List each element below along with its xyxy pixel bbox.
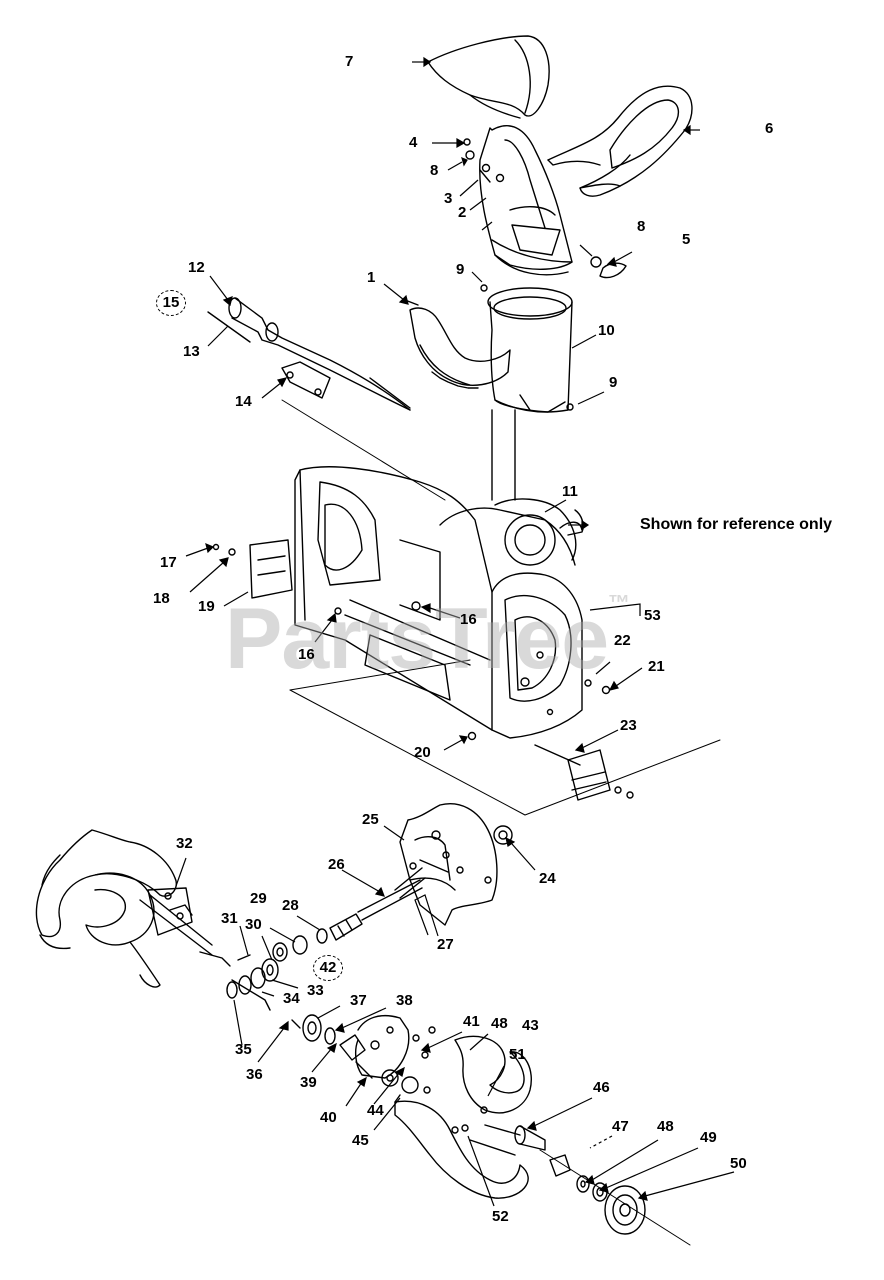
chute-bracket-part-1 bbox=[404, 299, 511, 389]
callout-41: 41 bbox=[463, 1013, 480, 1030]
callout-34: 34 bbox=[283, 990, 300, 1007]
callout-1: 1 bbox=[367, 269, 376, 286]
callout-44: 44 bbox=[367, 1102, 384, 1119]
callout-50: 50 bbox=[730, 1155, 747, 1172]
callout-35: 35 bbox=[235, 1041, 252, 1058]
callout-32: 32 bbox=[176, 835, 193, 852]
callout-48-upper: 48 bbox=[491, 1015, 508, 1032]
callout-38: 38 bbox=[396, 992, 413, 1009]
callout-53: 53 bbox=[644, 607, 661, 624]
chute-handle-part-6 bbox=[547, 85, 693, 197]
callout-24: 24 bbox=[539, 870, 556, 887]
callout-10: 10 bbox=[598, 322, 615, 339]
callout-15-circled: 15 bbox=[156, 290, 186, 316]
auger-shaft-guide bbox=[289, 599, 721, 816]
callout-21: 21 bbox=[648, 658, 665, 675]
watermark-text: PartsTree bbox=[225, 591, 609, 687]
callout-16-center: 16 bbox=[460, 611, 477, 628]
callout-31: 31 bbox=[221, 910, 238, 927]
callout-48-lower: 48 bbox=[657, 1118, 674, 1135]
callout-16-left: 16 bbox=[298, 646, 315, 663]
callout-12: 12 bbox=[188, 259, 205, 276]
lower-chute-part-10 bbox=[487, 287, 573, 413]
watermark-trademark: ™ bbox=[608, 590, 630, 615]
right-auger-part-43 bbox=[394, 1035, 546, 1199]
callout-29: 29 bbox=[250, 890, 267, 907]
callout-8-upper: 8 bbox=[430, 162, 439, 179]
callout-43: 43 bbox=[522, 1017, 539, 1034]
callout-33: 33 bbox=[307, 982, 324, 999]
watermark: PartsTree™ bbox=[225, 590, 630, 689]
callout-51: 51 bbox=[509, 1046, 526, 1063]
right-shaft-hardware bbox=[539, 1149, 691, 1246]
leader-arrows bbox=[175, 56, 735, 1207]
callout-9-lower: 9 bbox=[609, 374, 618, 391]
gear-box-part-25 bbox=[394, 803, 513, 926]
callout-23: 23 bbox=[620, 717, 637, 734]
callout-28: 28 bbox=[282, 897, 299, 914]
callout-17: 17 bbox=[160, 554, 177, 571]
callout-27: 27 bbox=[437, 936, 454, 953]
callout-47: 47 bbox=[612, 1118, 629, 1135]
callout-11: 11 bbox=[562, 483, 578, 500]
callout-30: 30 bbox=[245, 916, 262, 933]
bearing-housing-part-40 bbox=[302, 1014, 436, 1087]
upper-chute-part-2 bbox=[479, 125, 573, 276]
callout-40: 40 bbox=[320, 1109, 337, 1126]
callout-52: 52 bbox=[492, 1208, 509, 1225]
callout-8-right: 8 bbox=[637, 218, 646, 235]
callout-7: 7 bbox=[345, 53, 354, 70]
callout-18: 18 bbox=[153, 590, 170, 607]
callout-46: 46 bbox=[593, 1079, 610, 1096]
callout-9-upper: 9 bbox=[456, 261, 465, 278]
callout-5: 5 bbox=[682, 231, 691, 248]
chute-hardware bbox=[463, 138, 627, 411]
callout-49: 49 bbox=[700, 1129, 717, 1146]
auger-housing-part-53 bbox=[294, 466, 584, 739]
left-auger-part-32 bbox=[35, 829, 213, 988]
callout-37: 37 bbox=[350, 992, 367, 1009]
callout-2: 2 bbox=[458, 204, 467, 221]
callout-6: 6 bbox=[765, 120, 774, 137]
callout-26: 26 bbox=[328, 856, 345, 873]
housing-hardware bbox=[212, 543, 611, 741]
callout-36: 36 bbox=[246, 1066, 263, 1083]
callout-42-circled: 42 bbox=[313, 955, 343, 981]
callout-39: 39 bbox=[300, 1074, 317, 1091]
skid-shoe-part-19 bbox=[249, 539, 293, 599]
callout-20: 20 bbox=[414, 744, 431, 761]
left-shaft-hardware bbox=[199, 951, 301, 1029]
callout-13: 13 bbox=[183, 343, 200, 360]
chute-crank-part-12 bbox=[207, 297, 411, 411]
crank-guide-line bbox=[281, 399, 446, 501]
chute-deflector-part-7 bbox=[427, 35, 550, 119]
callout-4: 4 bbox=[409, 134, 418, 151]
worm-shaft-part-26 bbox=[272, 879, 423, 962]
callout-22: 22 bbox=[614, 632, 631, 649]
skid-shoe-part-23 bbox=[534, 744, 634, 801]
reference-note: Shown for reference only bbox=[640, 516, 833, 533]
callout-25: 25 bbox=[362, 811, 379, 828]
callout-3: 3 bbox=[444, 190, 453, 207]
callout-45: 45 bbox=[352, 1132, 369, 1149]
callout-14: 14 bbox=[235, 393, 252, 410]
callout-19: 19 bbox=[198, 598, 215, 615]
